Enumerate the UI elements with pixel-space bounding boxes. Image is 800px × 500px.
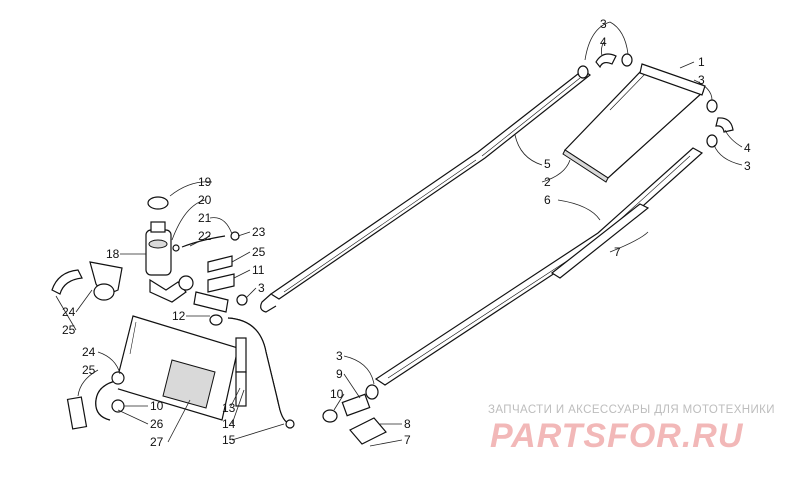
thermostat-elbow (149, 275, 229, 326)
callout-13: 13 (222, 401, 236, 415)
callout-1: 1 (698, 55, 705, 69)
mounting-bracket (51, 261, 123, 301)
callout-24: 24 (82, 345, 96, 359)
callout-10: 10 (150, 399, 164, 413)
callout-6: 6 (544, 193, 551, 207)
callout-17: 19 (198, 175, 212, 189)
top-hose-connectors (577, 53, 734, 148)
callout-23: 25 (62, 323, 76, 337)
callout-20: 22 (198, 229, 212, 243)
callout-7: 7 (404, 433, 411, 447)
callout-26: 26 (150, 417, 164, 431)
callout-22: 24 (62, 305, 76, 319)
callout-labels: 3 4 1 3 4 3 5 2 6 7 19 20 21 22 23 25 11… (62, 17, 751, 449)
callout-15: 15 (222, 433, 236, 447)
callout-18: 20 (198, 193, 212, 207)
callout-2: 2 (544, 175, 551, 189)
callout-21: 23 (252, 225, 266, 239)
callout-12: 12 (172, 309, 186, 323)
watermark-tagline: ЗАПЧАСТИ И АКСЕССУАРЫ ДЛЯ МОТОТЕХНИКИ (488, 404, 775, 416)
heat-exchanger-panel (562, 63, 706, 183)
callout-27: 27 (150, 435, 164, 449)
callout-16: 18 (106, 247, 120, 261)
callout-3: 3 (600, 17, 607, 31)
lower-rail-tube (374, 147, 704, 386)
lower-hoses (66, 317, 295, 430)
watermark-logo: PARTSFOR.RU (490, 417, 744, 455)
leader-lines (55, 21, 743, 447)
callout-5: 5 (544, 157, 551, 171)
callout-19: 21 (198, 211, 212, 225)
callout-9: 9 (336, 367, 343, 381)
callout-11: 11 (252, 263, 265, 277)
upper-rail-tube (260, 69, 591, 313)
callout-4: 4 (600, 35, 607, 49)
rear-fitting (322, 384, 387, 445)
callout-3: 3 (258, 281, 265, 295)
engine-block (114, 315, 239, 421)
callout-25: 25 (252, 245, 266, 259)
callout-3: 3 (336, 349, 343, 363)
callout-3: 3 (744, 159, 751, 173)
callout-7: 7 (614, 245, 621, 259)
callout-14: 14 (222, 417, 236, 431)
callout-3: 3 (698, 73, 705, 87)
callout-8: 8 (404, 417, 411, 431)
callout-10: 10 (330, 387, 344, 401)
coolant-reservoir (145, 196, 172, 276)
callout-4: 4 (744, 141, 751, 155)
callout-25: 25 (82, 363, 96, 377)
